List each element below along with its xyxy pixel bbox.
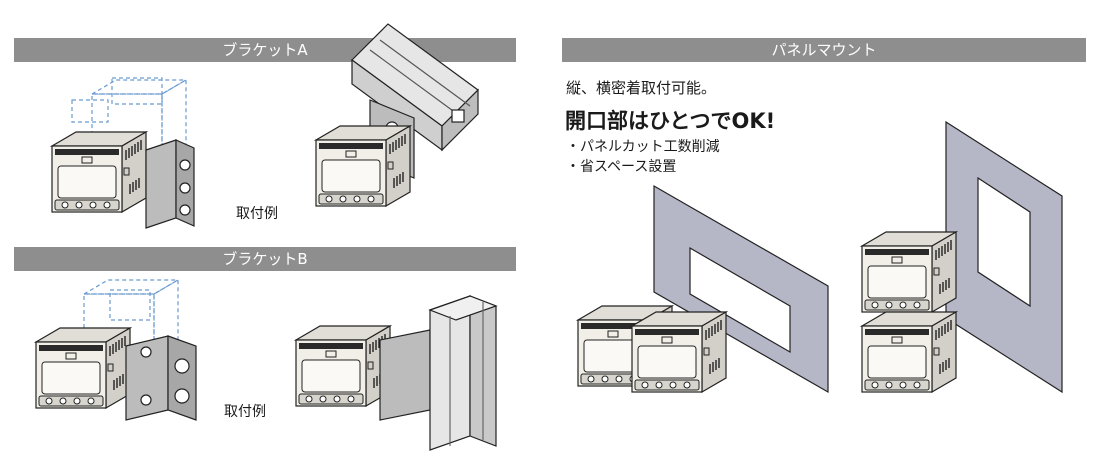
panel-mount-benefits: ・パネルカット工数削減 ・省スペース設置	[566, 137, 720, 177]
bracket-b-example-device	[295, 325, 391, 407]
benefit-item: ・省スペース設置	[566, 159, 677, 175]
bracket-b-title-bar: ブラケットB	[14, 247, 516, 271]
bracket-a-ghost-outline	[71, 77, 187, 161]
panel-vertical	[945, 120, 1063, 394]
panel-horizontal	[653, 184, 829, 394]
panel-mount-note: 縦、横密着取付可能。	[566, 79, 717, 97]
bracket-b-aluminum-frame	[428, 295, 498, 451]
bracket-b-device-illustration	[35, 327, 131, 409]
bracket-a-bracket-illustration	[145, 139, 195, 229]
panel-mount-title-bar: パネルマウント	[562, 38, 1086, 62]
panel-vertical-device-1	[861, 231, 957, 313]
bracket-b-bracket-illustration	[125, 335, 197, 421]
bracket-b-title: ブラケットB	[222, 250, 308, 268]
bracket-a-aluminum-frame	[351, 23, 479, 152]
bracket-b-example-label: 取付例	[224, 404, 266, 420]
panel-mount-headline: 開口部はひとつでOK!	[565, 109, 776, 133]
benefit-item: ・パネルカット工数削減	[566, 139, 720, 155]
bracket-a-device-illustration	[51, 131, 147, 213]
bracket-a-title-bar: ブラケットA	[14, 38, 516, 62]
bracket-a-example-label: 取付例	[236, 206, 278, 222]
bracket-a-title: ブラケットA	[222, 41, 308, 59]
panel-horizontal-device-2	[631, 311, 727, 393]
panel-mount-title: パネルマウント	[771, 41, 877, 59]
bracket-a-example-device	[315, 125, 411, 207]
panel-vertical-device-2	[861, 311, 957, 393]
